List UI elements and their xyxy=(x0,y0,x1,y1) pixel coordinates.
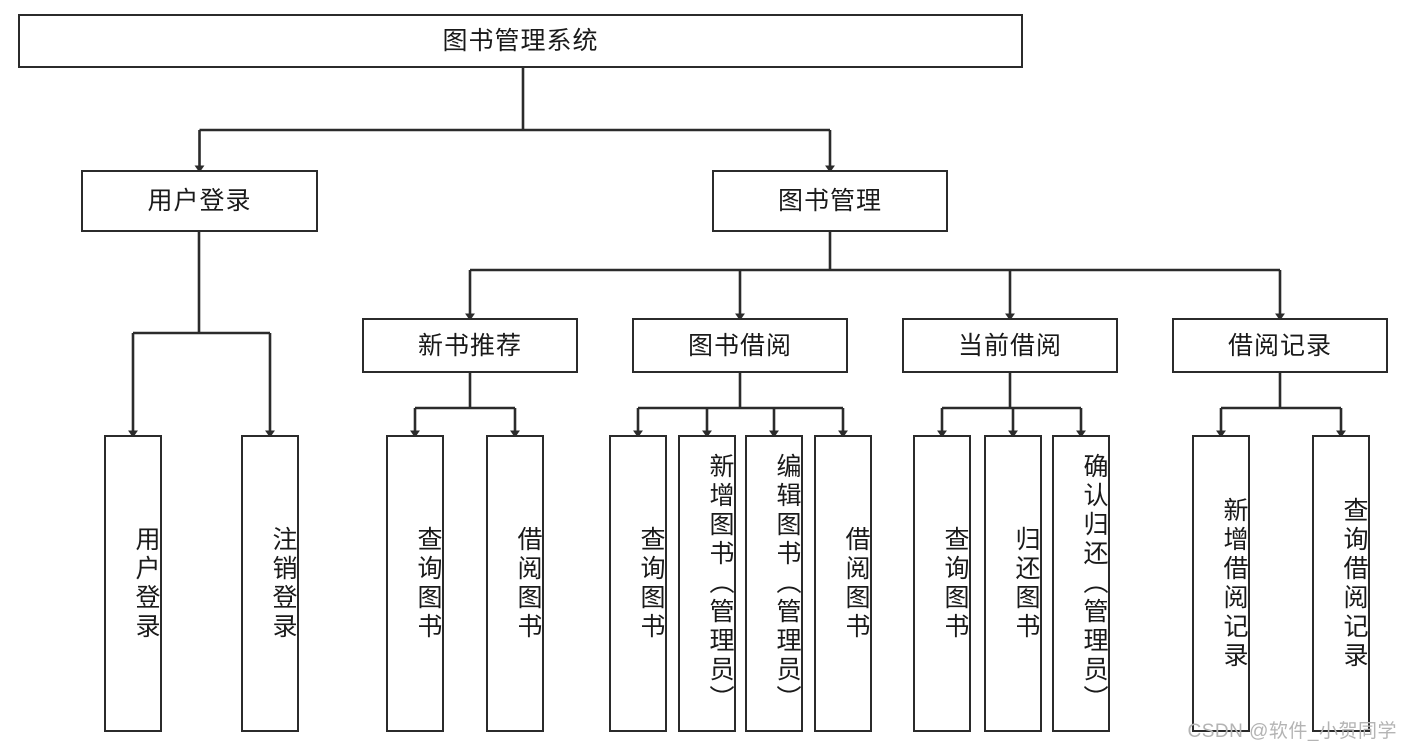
watermark-text: CSDN @软件_小贺同学 xyxy=(1187,721,1397,742)
node-leaf-add-borrow-record[interactable]: 新增借阅记录 xyxy=(1192,435,1250,732)
node-book-management[interactable]: 图书管理 xyxy=(712,170,948,232)
node-leaf-edit-book[interactable]: 编辑图书（管理员） xyxy=(745,435,803,732)
node-root[interactable]: 图书管理系统 xyxy=(18,14,1023,68)
node-leaf-query-borrow-record[interactable]: 查询借阅记录 xyxy=(1312,435,1370,732)
node-label-book-borrow: 图书借阅 xyxy=(687,331,792,360)
node-label-leaf-logout: 注销登录 xyxy=(269,525,297,642)
node-leaf-logout[interactable]: 注销登录 xyxy=(241,435,299,732)
node-label-user-login: 用户登录 xyxy=(147,187,252,215)
node-leaf-user-login[interactable]: 用户登录 xyxy=(104,435,162,732)
node-label-leaf-borrow-book: 借阅图书 xyxy=(842,525,870,642)
node-leaf-confirm-return[interactable]: 确认归还（管理员） xyxy=(1052,435,1110,732)
node-book-borrow[interactable]: 图书借阅 xyxy=(632,318,848,373)
node-leaf-add-book[interactable]: 新增图书（管理员） xyxy=(678,435,736,732)
node-leaf-borrow-book-recommend[interactable]: 借阅图书 xyxy=(486,435,544,732)
node-label-leaf-confirm-return: 确认归还（管理员） xyxy=(1080,453,1108,714)
node-label-leaf-query-book-current: 查询图书 xyxy=(941,525,969,642)
node-label-borrow-record: 借阅记录 xyxy=(1227,331,1332,360)
node-label-leaf-query-borrow-record: 查询借阅记录 xyxy=(1340,496,1368,671)
node-label-current-borrow: 当前借阅 xyxy=(957,331,1062,360)
node-label-leaf-edit-book: 编辑图书（管理员） xyxy=(773,453,801,714)
node-leaf-query-book-borrow[interactable]: 查询图书 xyxy=(609,435,667,732)
node-label-leaf-add-borrow-record: 新增借阅记录 xyxy=(1220,496,1248,671)
node-label-book-management: 图书管理 xyxy=(777,187,882,215)
node-label-leaf-return-book: 归还图书 xyxy=(1012,525,1040,642)
node-leaf-borrow-book[interactable]: 借阅图书 xyxy=(814,435,872,732)
node-label-new-book-recommend: 新书推荐 xyxy=(417,331,522,360)
node-borrow-record[interactable]: 借阅记录 xyxy=(1172,318,1388,373)
node-leaf-return-book[interactable]: 归还图书 xyxy=(984,435,1042,732)
node-label-leaf-user-login: 用户登录 xyxy=(132,525,160,642)
node-label-leaf-query-book-recommend: 查询图书 xyxy=(414,525,442,642)
node-user-login[interactable]: 用户登录 xyxy=(81,170,318,232)
node-label-leaf-query-book-borrow: 查询图书 xyxy=(637,525,665,642)
node-label-leaf-add-book: 新增图书（管理员） xyxy=(706,453,734,714)
node-new-book-recommend[interactable]: 新书推荐 xyxy=(362,318,578,373)
node-leaf-query-book-current[interactable]: 查询图书 xyxy=(913,435,971,732)
node-leaf-query-book-recommend[interactable]: 查询图书 xyxy=(386,435,444,732)
node-label-root: 图书管理系统 xyxy=(442,27,599,55)
node-label-leaf-borrow-book-recommend: 借阅图书 xyxy=(514,525,542,642)
node-current-borrow[interactable]: 当前借阅 xyxy=(902,318,1118,373)
edge-path-group xyxy=(128,68,1346,438)
